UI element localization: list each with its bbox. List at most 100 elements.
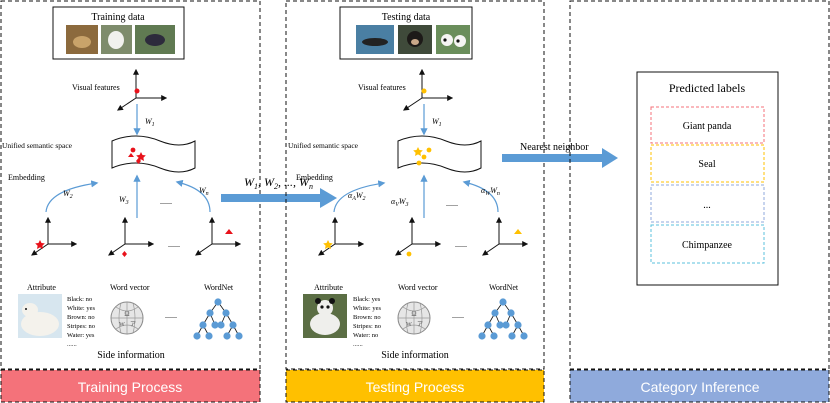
training-visual-point [134,88,140,94]
training-panel-border [0,0,261,370]
weight-transfer-arrow-head [320,188,337,208]
testing-data-box: Testing data [339,6,473,60]
predicted-label-item: Chimpanzee [650,224,765,264]
svg-text:Stripes: no: Stripes: no [353,323,381,330]
training-attribute-label: Attribute [27,283,56,292]
testing-w1-label: W1 [432,117,442,128]
testing-process-band [286,370,544,402]
testing-w3-label: αVW3 [391,197,409,208]
training-w1-label: W1 [145,117,155,128]
testing-panel-border [285,0,545,370]
weight-transfer-arrow-shaft [221,194,321,202]
training-polar-bear-image [18,294,62,338]
weight-transfer: W1, W2, ..., Wn [221,175,337,208]
testing-w2-arrow [333,180,386,213]
svg-text:Stripes: no: Stripes: no [67,323,95,330]
training-dots-low: ...... [168,240,180,249]
training-visual-features-label: Visual features [72,83,120,92]
training-wordnet-tree-icon [192,297,244,341]
testing-panel: Testing data Visual features W1 Unified … [285,0,545,403]
training-w2-label: W2 [63,189,73,200]
testing-visual-point [421,88,427,94]
testing-word-vector-label: Word vector [398,283,438,292]
training-wn-arrow [175,179,211,213]
svg-text:White: yes: White: yes [67,305,95,312]
svg-text:......: ...... [67,341,77,348]
training-word-point [122,251,127,257]
training-embedding-label: Embedding [8,173,45,182]
svg-text:Brown: no: Brown: no [353,314,381,321]
nearest-neighbor-label: Nearest neighbor [520,142,589,153]
svg-text:Black: no: Black: no [67,296,92,303]
training-word-vector-label: Word vector [110,283,150,292]
predicted-label-item: Giant panda [650,106,765,144]
testing-dots-low: ...... [455,240,467,249]
testing-attribute-list: Black: yes White: yes Brown: no Stripes:… [353,296,381,348]
testing-word-axes [396,218,440,255]
testing-semantic-space-flag [397,135,482,173]
training-process-label: Training Process [78,379,183,395]
svg-text:White: yes: White: yes [353,305,381,312]
testing-wordnet-tree-icon [477,297,529,341]
svg-text:Water: no: Water: no [353,332,378,339]
training-w3-label: W3 [119,195,129,206]
svg-text:......: ...... [353,341,363,348]
category-panel: Predicted labels Giant panda Seal ... Ch… [569,0,830,403]
testing-embedding-label: Embedding [296,173,333,182]
testing-wikipedia-globe-icon [397,301,431,335]
training-panel: Training data Visual features W1 Unified… [0,0,261,403]
training-process-band [1,370,260,402]
testing-visual-axes [404,70,452,110]
testing-w2-label: αAW2 [348,191,366,202]
testing-space-points [413,147,432,166]
testing-panda-image [303,294,347,338]
training-dots-side: ...... [165,311,177,320]
category-panel-border [569,0,830,370]
category-inference-band [570,370,829,402]
svg-text:Brown: no: Brown: no [67,314,95,321]
testing-dots-mid: ...... [446,199,458,208]
training-wn-label: Wn [199,186,209,197]
category-inference-label: Category Inference [640,379,759,395]
training-wordnet-label: WordNet [204,283,234,292]
training-wordnet-point [225,229,233,234]
testing-word-point [406,251,412,257]
testing-dots-side: ...... [452,311,464,320]
predicted-labels-box [636,71,779,286]
training-unified-space-label: Unified semantic space [2,141,73,150]
training-dots-mid: ...... [160,197,172,206]
training-space-points [128,147,146,164]
testing-process-label: Testing Process [366,379,465,395]
svg-text:Giant panda: Giant panda [683,121,732,132]
testing-wn-arrow [462,179,499,213]
nearest-neighbor-arrow-shaft [502,154,603,162]
testing-attr-axes [319,218,363,255]
svg-text:Black: yes: Black: yes [353,296,381,303]
training-semantic-space-flag [111,135,196,173]
training-data-box: Training data [52,6,185,60]
predicted-label-item: Seal [650,144,765,183]
svg-text:Seal: Seal [698,159,715,170]
training-wikipedia-globe-icon [110,301,144,335]
svg-text:Chimpanzee: Chimpanzee [682,240,733,251]
training-attr-axes [32,218,76,255]
nearest-neighbor: Nearest neighbor [502,142,618,168]
testing-wn-label: αWWn [481,186,500,197]
testing-wordnet-axes [483,218,527,255]
testing-unified-space-label: Unified semantic space [288,141,359,150]
testing-data-title: Testing data [382,12,431,23]
training-side-information-label: Side information [97,350,165,361]
testing-visual-features-label: Visual features [358,83,406,92]
testing-wordnet-label: WordNet [489,283,519,292]
nearest-neighbor-arrow-head [602,148,618,168]
training-word-axes [109,218,153,255]
training-visual-axes [118,70,166,110]
svg-text:...: ... [703,200,711,211]
predicted-label-item: ... [650,184,765,223]
training-attr-point [35,240,45,249]
training-w2-arrow [45,180,99,213]
testing-attribute-label: Attribute [314,283,343,292]
testing-wordnet-point [514,229,522,234]
testing-side-information-label: Side information [381,350,449,361]
